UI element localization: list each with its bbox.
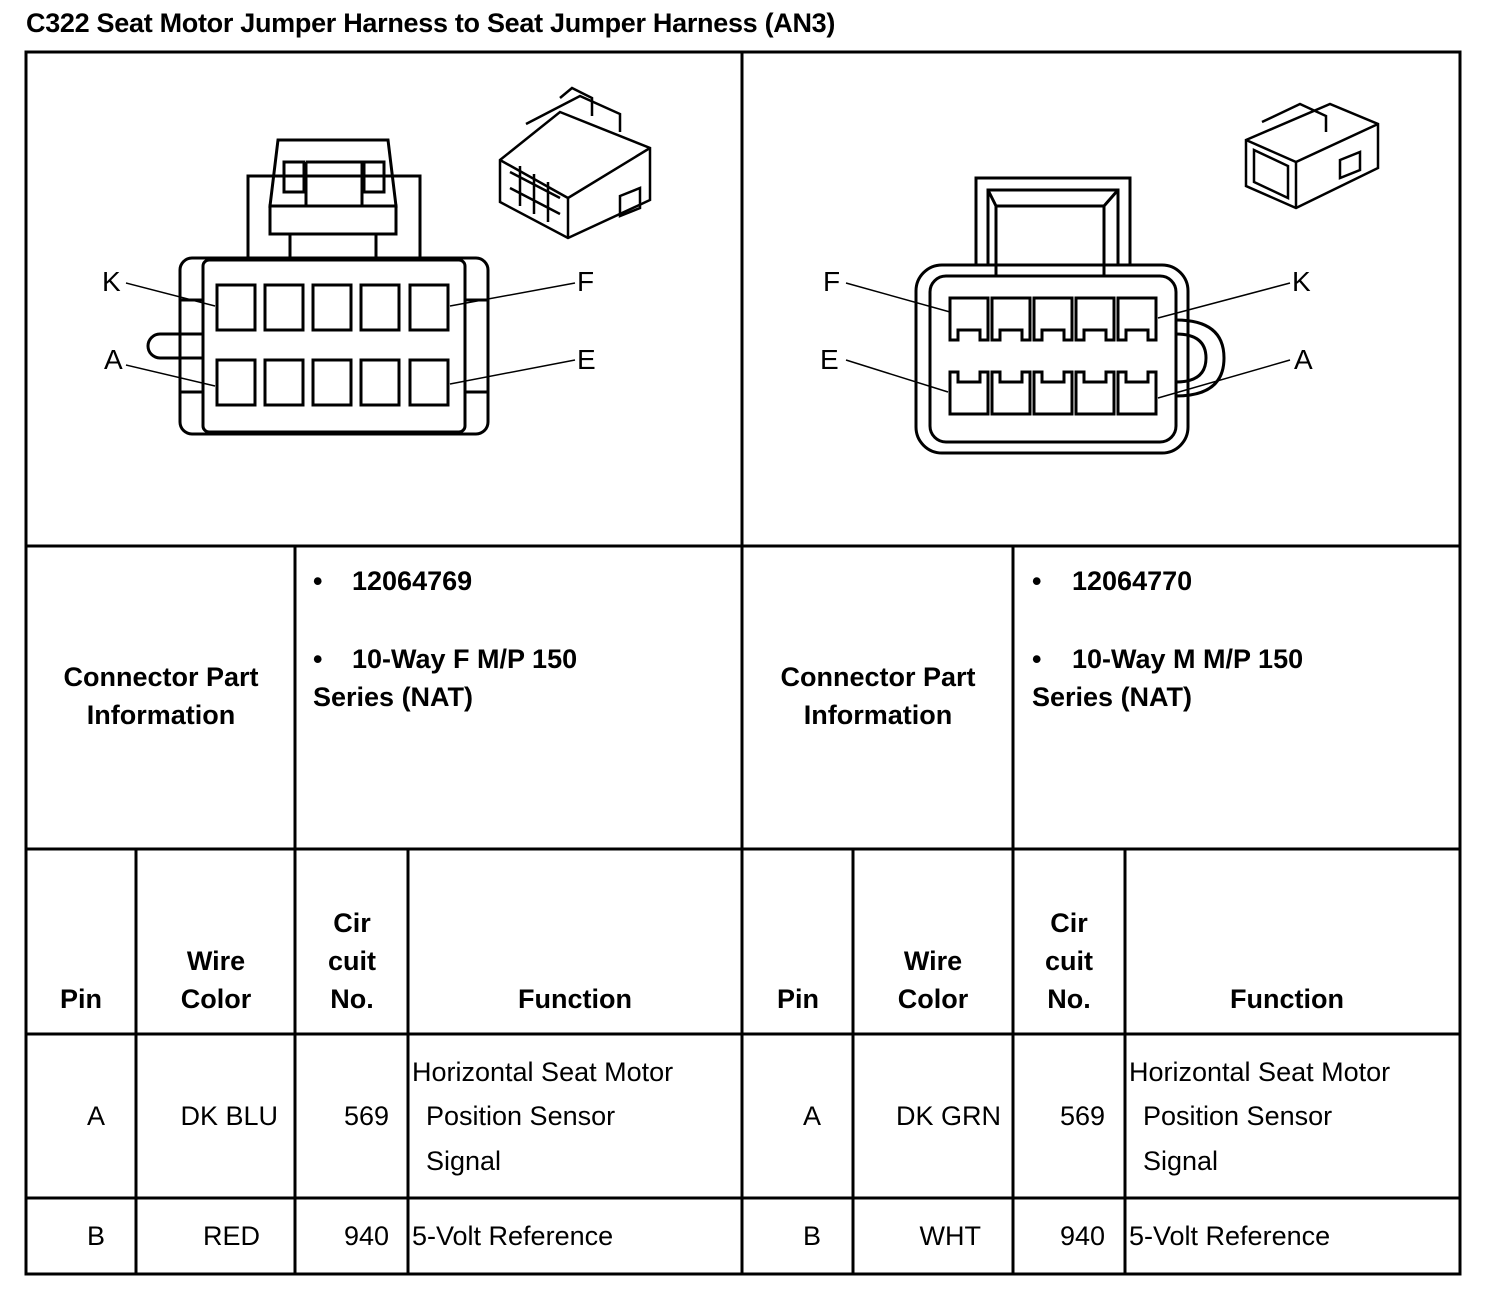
left-connector-face	[146, 138, 490, 436]
right-description-line1: 10-Way M M/P 150	[1072, 644, 1304, 674]
right-row-b-pin: B	[802, 1221, 821, 1251]
right-header-pin: Pin	[776, 984, 819, 1014]
right-connector-isometric	[1244, 102, 1380, 210]
right-pin-label-e: E	[820, 344, 839, 375]
right-row-a-circuit: 569	[1059, 1101, 1105, 1131]
left-connector-isometric	[498, 86, 652, 240]
left-row-b-function: 5-Volt Reference	[412, 1221, 614, 1251]
left-pin-label-a: A	[104, 344, 123, 375]
left-row-a-color: DK BLU	[180, 1101, 278, 1131]
left-row-a-function-line3: Signal	[426, 1146, 502, 1176]
left-header-pin: Pin	[59, 984, 102, 1014]
right-pin-label-f: F	[823, 266, 841, 297]
left-part-number: 12064769	[352, 566, 473, 596]
left-row-b-color: RED	[202, 1221, 260, 1251]
left-bullet-1: •	[313, 566, 323, 596]
table-grid	[24, 50, 1462, 1276]
right-header-wire-line2: Color	[897, 984, 969, 1014]
left-description-line1: 10-Way F M/P 150	[352, 644, 578, 674]
left-row-a-pin: A	[86, 1101, 105, 1131]
page-title: C322 Seat Motor Jumper Harness to Seat J…	[26, 8, 836, 38]
right-row-a-function-line2: Position Sensor	[1143, 1101, 1333, 1131]
right-header-circuit-line1: Cir	[1050, 908, 1088, 938]
left-row-a-function-line2: Position Sensor	[426, 1101, 616, 1131]
left-header-wire-line2: Color	[180, 984, 252, 1014]
left-pin-label-f: F	[577, 266, 595, 297]
right-row-b-circuit: 940	[1059, 1221, 1105, 1251]
left-row-a-function-line1: Horizontal Seat Motor	[412, 1057, 674, 1087]
left-leader-lines	[125, 282, 576, 387]
left-header-function: Function	[518, 984, 632, 1014]
left-pin-label-k: K	[102, 266, 121, 297]
left-header-circuit-line2: cuit	[327, 946, 376, 976]
left-bullet-2: •	[313, 644, 323, 674]
left-info-label-line2: Information	[86, 700, 236, 730]
right-header-wire-line1: Wire	[903, 946, 963, 976]
left-header-circuit-line1: Cir	[333, 908, 371, 938]
right-row-a-color: DK GRN	[895, 1101, 1001, 1131]
right-header-function: Function	[1230, 984, 1344, 1014]
right-row-b-color: WHT	[919, 1221, 981, 1251]
right-bullet-1: •	[1032, 566, 1042, 596]
right-row-a-pin: A	[802, 1101, 821, 1131]
right-row-a-function-line3: Signal	[1143, 1146, 1219, 1176]
right-info-label-line1: Connector Part	[780, 662, 976, 692]
right-row-a-function-line1: Horizontal Seat Motor	[1129, 1057, 1391, 1087]
left-row-a-circuit: 569	[343, 1101, 389, 1131]
left-row-b-pin: B	[86, 1221, 105, 1251]
left-header-circuit-line3: No.	[330, 984, 374, 1014]
right-bullet-2: •	[1032, 644, 1042, 674]
left-pin-label-e: E	[577, 344, 596, 375]
right-description-line2: Series (NAT)	[1032, 682, 1193, 712]
right-header-circuit-line2: cuit	[1044, 946, 1093, 976]
right-connector-face	[914, 176, 1226, 455]
right-row-b-function: 5-Volt Reference	[1129, 1221, 1331, 1251]
right-header-circuit-line3: No.	[1047, 984, 1091, 1014]
right-info-label-line2: Information	[803, 700, 953, 730]
left-row-b-circuit: 940	[343, 1221, 389, 1251]
left-description-line2: Series (NAT)	[313, 682, 474, 712]
right-leader-lines	[845, 282, 1291, 399]
left-header-wire-line1: Wire	[186, 946, 246, 976]
right-part-number: 12064770	[1072, 566, 1193, 596]
right-pin-label-a: A	[1294, 344, 1313, 375]
left-info-label-line1: Connector Part	[63, 662, 259, 692]
right-pin-label-k: K	[1292, 266, 1311, 297]
